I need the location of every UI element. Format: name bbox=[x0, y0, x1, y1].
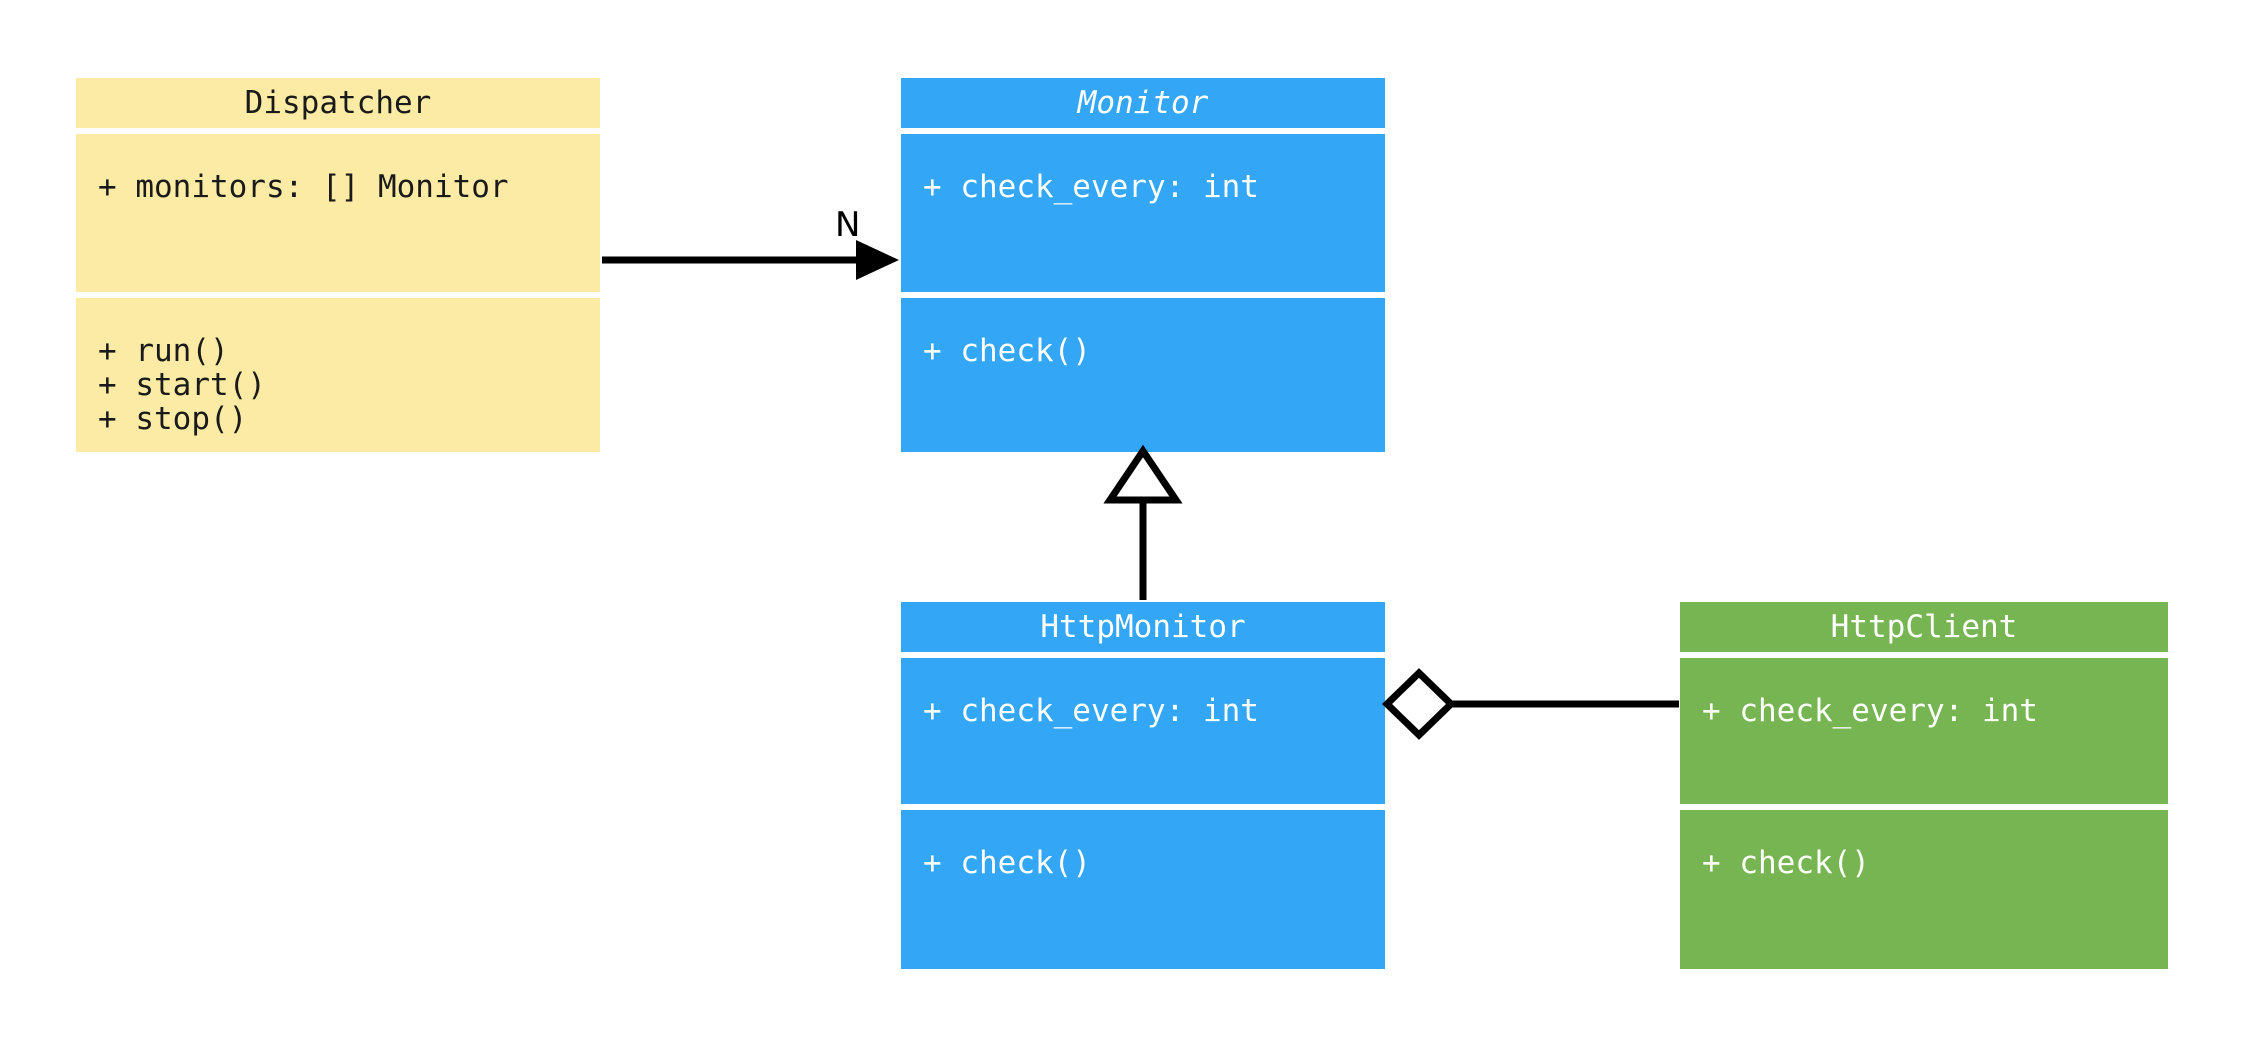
hollow-triangle-icon bbox=[1103, 444, 1183, 504]
class-attributes-http-client: + check_every: int bbox=[1680, 658, 2168, 804]
uml-class-dispatcher[interactable]: Dispatcher + monitors: [] Monitor + run(… bbox=[76, 78, 600, 452]
hollow-diamond-icon bbox=[1381, 668, 1457, 740]
class-methods-http-client: + check() bbox=[1680, 810, 2168, 969]
filled-arrowhead-icon bbox=[856, 240, 899, 280]
uml-class-http-client[interactable]: HttpClient + check_every: int + check() bbox=[1680, 602, 2168, 969]
uml-class-http-monitor[interactable]: HttpMonitor + check_every: int + check() bbox=[901, 602, 1385, 969]
class-title-dispatcher: Dispatcher bbox=[76, 78, 600, 128]
class-methods-dispatcher: + run() + start() + stop() bbox=[76, 298, 600, 452]
class-attributes-http-monitor: + check_every: int bbox=[901, 658, 1385, 804]
class-attributes-dispatcher: + monitors: [] Monitor bbox=[76, 134, 600, 292]
edge-dispatcher-to-monitor bbox=[602, 240, 899, 280]
class-attributes-monitor: + check_every: int bbox=[901, 134, 1385, 292]
class-methods-monitor: + check() bbox=[901, 298, 1385, 452]
uml-class-monitor[interactable]: Monitor + check_every: int + check() bbox=[901, 78, 1385, 452]
edge-http-monitor-to-monitor bbox=[1103, 444, 1183, 600]
class-title-http-monitor: HttpMonitor bbox=[901, 602, 1385, 652]
class-title-monitor: Monitor bbox=[901, 78, 1385, 128]
class-methods-http-monitor: + check() bbox=[901, 810, 1385, 969]
edge-http-monitor-to-http-client bbox=[1381, 668, 1679, 740]
class-title-http-client: HttpClient bbox=[1680, 602, 2168, 652]
edge-label-multiplicity-n: N bbox=[835, 205, 861, 245]
